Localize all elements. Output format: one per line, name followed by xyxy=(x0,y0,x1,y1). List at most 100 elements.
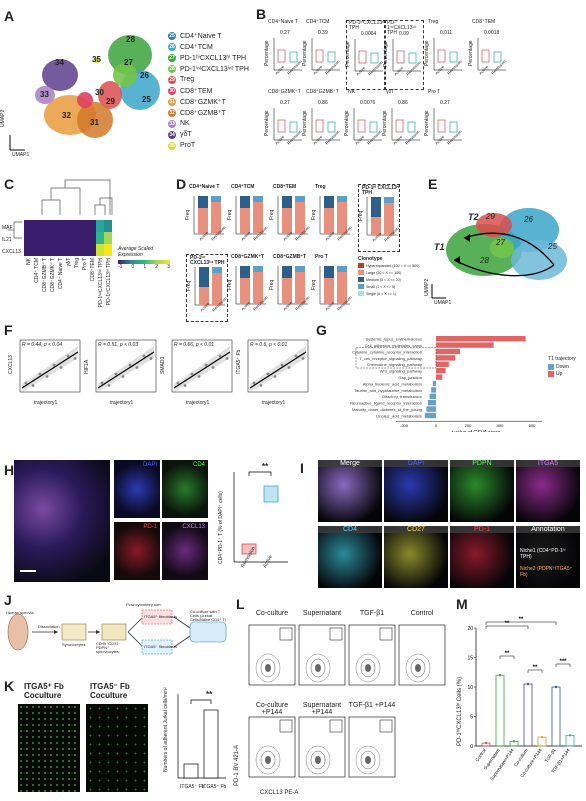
heatmap-col-label: NK xyxy=(26,258,32,265)
scale-bar xyxy=(20,570,36,572)
clonotype-ylabel: Freq xyxy=(186,280,192,291)
clonotype-swatch xyxy=(358,291,364,296)
cluster-legend-label: CD8⁺GZMK⁺T xyxy=(180,98,226,106)
scatter-point xyxy=(190,372,194,376)
if-channel-label: Annotation xyxy=(516,526,580,533)
cluster-legend-label: CD4⁺TCM xyxy=(180,43,213,51)
m-ytick: 20 xyxy=(467,626,473,632)
bar-active-bottom xyxy=(324,278,334,304)
scatter-point xyxy=(225,357,229,360)
box-remission xyxy=(327,51,336,63)
gsva-bar xyxy=(436,374,443,380)
panel-label-b: B xyxy=(256,6,267,22)
cluster-legend-label: Treg xyxy=(180,76,195,83)
h-ylabel: CD4⁺PD-1⁺ T (% of DAPI⁺ cells) xyxy=(218,491,224,564)
heatmap-legend-title: Average Scaled Expression xyxy=(118,246,154,258)
cd4-pd1-boxplot xyxy=(233,471,288,563)
l-xlabel: CXCL13 PE-A xyxy=(260,790,299,796)
boxplot-title: CD8⁺GZMK⁺T xyxy=(268,89,301,95)
clonotype-ylabel: Freq xyxy=(311,209,317,220)
box-remission xyxy=(327,121,336,133)
box-active xyxy=(277,119,286,133)
scatter-point xyxy=(24,381,28,385)
scatter-point xyxy=(52,363,56,367)
umap-clusters-plot: 28 27 26 25 29 30 32 31 33 34 35 xyxy=(9,35,160,151)
clonotype-ylabel: Freq xyxy=(358,210,364,221)
bar-remission-bottom xyxy=(211,202,221,234)
k-title-neg: ITGA5⁻ Fb Coculture xyxy=(90,682,130,700)
clonotype-swatch xyxy=(358,270,364,275)
regression-line xyxy=(21,351,79,389)
gsva-bar-label: Taurine_and_hypotaurine_metabolism xyxy=(354,388,422,393)
box-active xyxy=(315,49,324,63)
panel-label-e: E xyxy=(428,176,438,192)
bar-remission-bottom xyxy=(337,272,347,304)
gsva-bar-label: Olfactory_transduction xyxy=(382,394,422,399)
cxcl13-label: CXCL13 xyxy=(182,524,205,530)
m-bar xyxy=(565,734,575,747)
panel-label-c: C xyxy=(4,176,15,192)
panel-label-d: D xyxy=(176,176,187,192)
m-xcat: Control xyxy=(474,748,486,763)
svg-text:29: 29 xyxy=(106,97,115,106)
m-point xyxy=(498,674,502,677)
correlation-stat: R = 0.66, p < 0.01 xyxy=(174,342,215,348)
gsva-xtick: 400 xyxy=(497,423,504,428)
correlation-stat: R = 0.51, p < 0.03 xyxy=(98,342,139,348)
gsva-bar-label: Systemic_lupus_erythematosus xyxy=(366,337,422,342)
flow-plot: Co-culture +P144 xyxy=(248,702,296,788)
niche1-annotation: Niche1 (CD4⁺PD-1ʰⁱ TPH) xyxy=(520,548,566,560)
umap-e-y-label: UMAP2 xyxy=(424,278,430,296)
heatmap-legend-tick: 1 xyxy=(143,264,147,270)
bar-active-top xyxy=(240,196,250,208)
m-bar xyxy=(523,683,533,747)
clonotype-legend-label: Medium (5 < X <= 20) xyxy=(366,277,401,282)
bar-remission-top xyxy=(337,196,347,202)
svg-text:28: 28 xyxy=(126,35,135,44)
clonotype-legend-item: Small (1 < X <= 5) xyxy=(358,283,422,290)
if-image-r2: PD-1 xyxy=(450,526,514,588)
box-remission xyxy=(407,121,416,133)
boxplot-pvalue: 0.27 xyxy=(440,100,450,106)
if-channel-label: CD27 xyxy=(384,526,448,533)
cluster-legend-label: γδT xyxy=(180,131,192,138)
boxplot-title: PD-1ⁱⁿᵗCXCL13ⁱⁿᵗ TPH xyxy=(387,20,417,36)
bar-active-top xyxy=(282,266,292,278)
regression-line xyxy=(249,351,307,389)
panel-label-f: F xyxy=(4,322,13,338)
boxplot-pvalue: 0.0064 xyxy=(361,31,377,37)
boxplot-title: NK xyxy=(348,89,355,95)
box-active xyxy=(395,119,404,133)
heatmap-col-label: CD4⁺ TCM xyxy=(34,258,40,283)
panel-label-l: L xyxy=(236,596,245,612)
heatmap-legend-tick: 0 xyxy=(131,264,135,270)
cluster-dot: 34 xyxy=(168,130,176,139)
gsva-xlabel: t value of GSVA score xyxy=(452,430,501,432)
gsva-bar xyxy=(436,368,446,374)
legend-down: Down xyxy=(548,364,576,370)
j-step-itga5-pos: ITGA5⁺ fibroblasts xyxy=(144,614,178,619)
boxplot-pvalue: 0.0076 xyxy=(360,100,376,106)
traj-label-t2: T2 xyxy=(468,212,479,222)
clonotype-ylabel: Freq xyxy=(269,279,275,290)
svg-text:30: 30 xyxy=(95,88,104,97)
cluster-dot: 31 xyxy=(168,97,176,106)
scatter-point xyxy=(66,354,70,358)
m-ytick: 15 xyxy=(467,656,473,662)
box-active xyxy=(437,49,446,63)
j-step-coculture: Co-culture with T Cells (Jurkat Cells/Na… xyxy=(190,609,227,622)
scatter-point xyxy=(100,381,104,385)
